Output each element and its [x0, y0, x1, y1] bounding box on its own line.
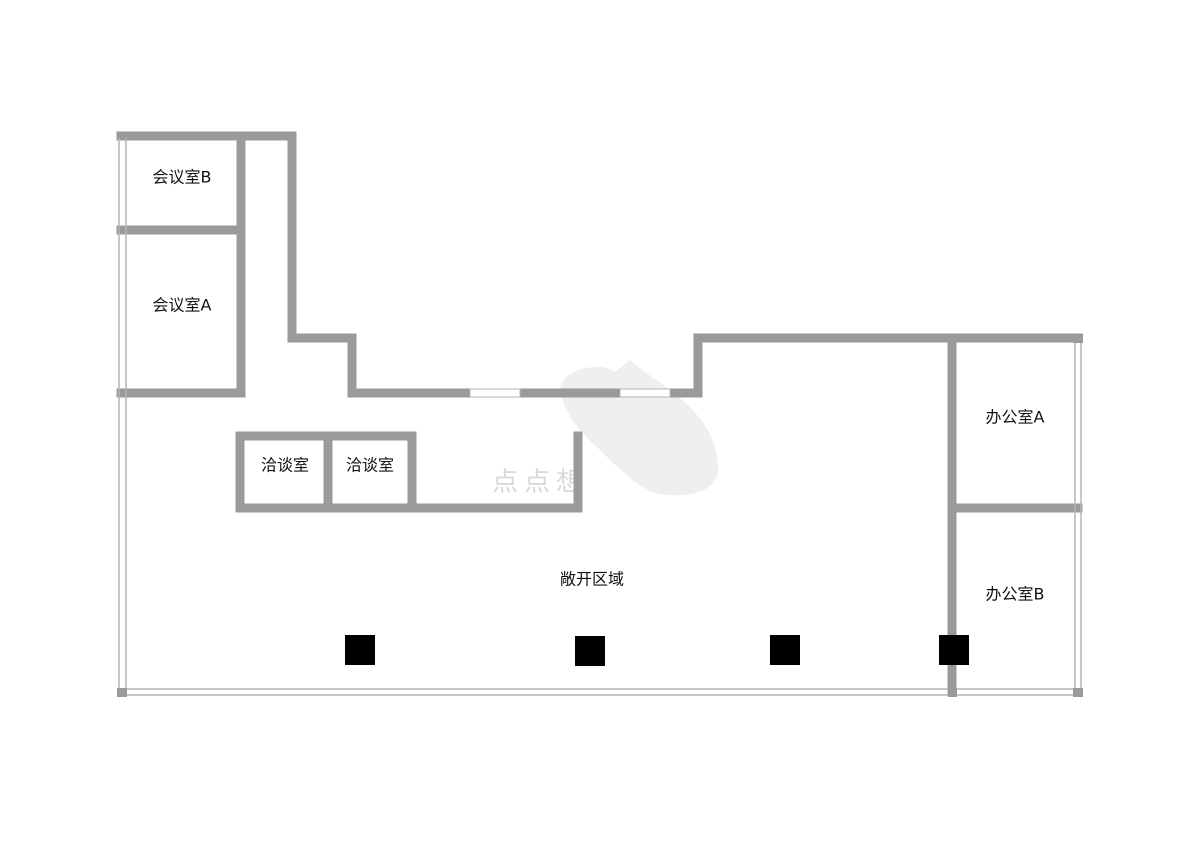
room-labels: 会议室B 会议室A 洽谈室 洽谈室 敞开区域 办公室A 办公室B: [153, 168, 1045, 604]
column: [575, 636, 605, 666]
watermark: 点点想: [492, 360, 719, 498]
door-left: [469, 388, 521, 398]
outer-wall-upper-left: [116, 131, 1083, 398]
walls: [116, 131, 1083, 697]
room-label-negotiation-room-1: 洽谈室: [261, 456, 309, 475]
room-label-office-a: 办公室A: [986, 408, 1045, 427]
column: [939, 635, 969, 665]
column: [345, 635, 375, 665]
door-right: [619, 388, 671, 398]
room-label-open-area: 敞开区域: [560, 570, 624, 589]
room-label-office-b: 办公室B: [986, 585, 1045, 604]
negotiation-rooms-wall: [235, 431, 583, 513]
room-label-meeting-room-a: 会议室A: [153, 296, 212, 315]
corridor-wall: [116, 131, 246, 398]
window-walls: [118, 138, 1082, 696]
room-label-negotiation-room-2: 洽谈室: [346, 456, 394, 475]
room-label-meeting-room-b: 会议室B: [153, 168, 212, 187]
window-caps: [117, 334, 1083, 697]
column: [770, 635, 800, 665]
columns: [345, 635, 969, 666]
watermark-text: 点点想: [492, 468, 588, 498]
doors: [469, 388, 671, 398]
